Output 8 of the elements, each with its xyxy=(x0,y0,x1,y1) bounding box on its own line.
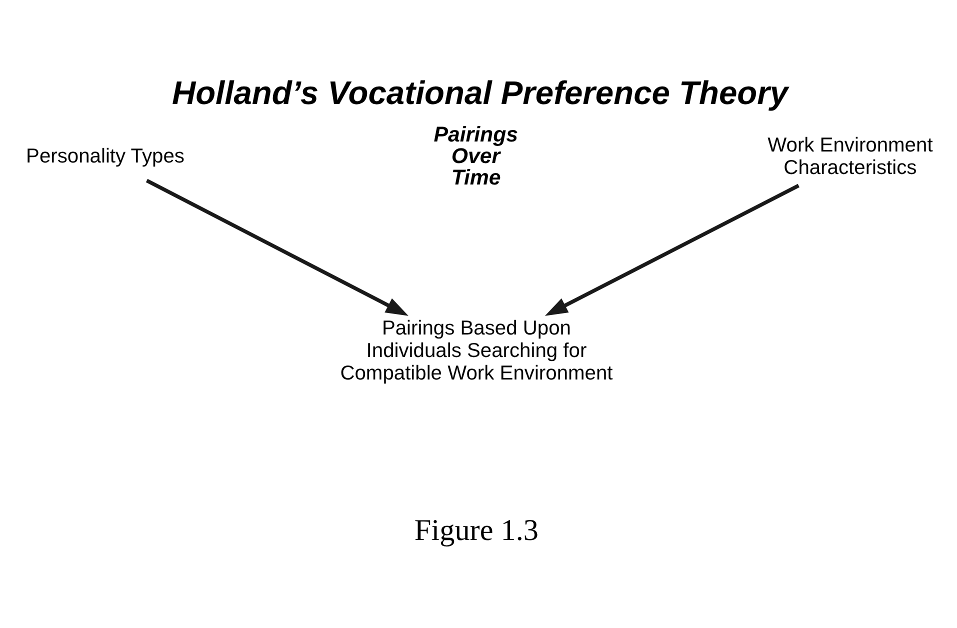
label: Pairings Over Time xyxy=(433,122,518,189)
caption: Figure 1.3 xyxy=(414,512,538,546)
arrow xyxy=(145,178,408,316)
node-text: Work Environment Characteristics xyxy=(767,134,932,178)
node-text: Pairings Based Upon Individuals Searching for Compatible Work Environment xyxy=(340,316,612,384)
node-text: Personality Types xyxy=(26,145,184,168)
diagram-title: Holland’s Vocational Preference Theory xyxy=(171,74,788,111)
arrow xyxy=(544,183,800,316)
